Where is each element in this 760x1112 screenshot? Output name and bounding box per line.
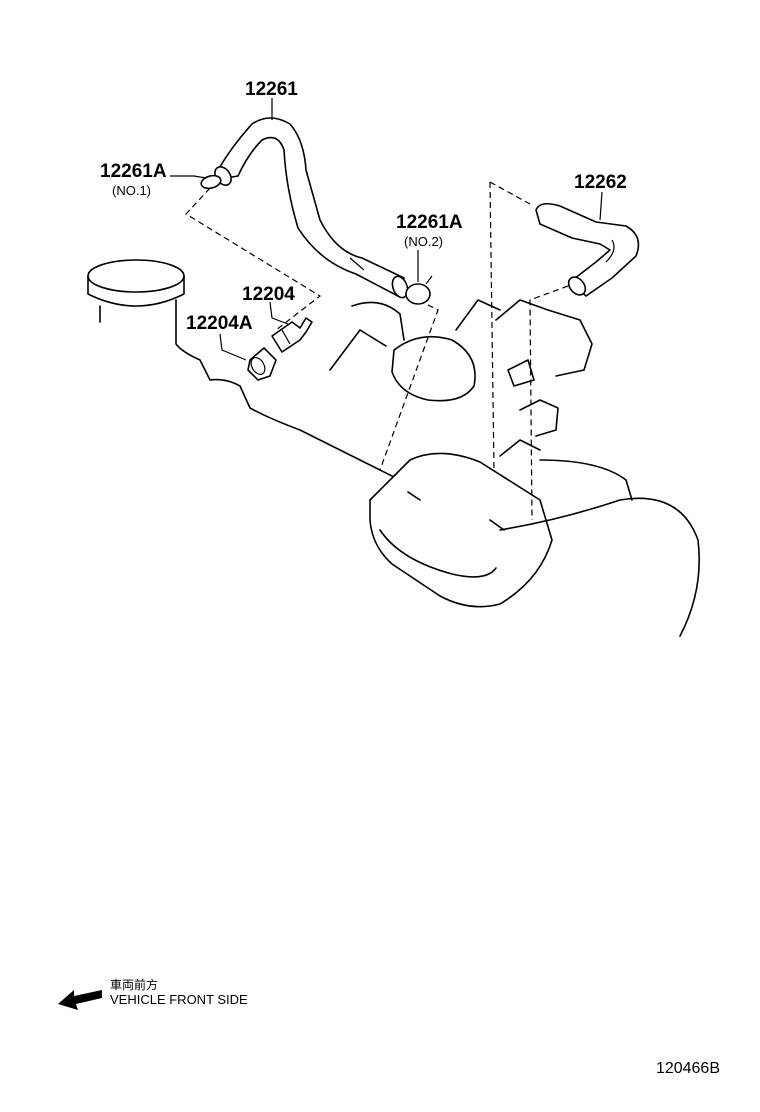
pcv-hose-12261: [214, 117, 409, 299]
vacuum-line-2: [539, 459, 633, 501]
label-12261A-no2-qualifier: (NO.2): [404, 234, 443, 249]
oil-filler-cap: [87, 259, 241, 387]
label-12261A-no1: 12261A: [100, 161, 167, 182]
intake-body: [329, 299, 593, 457]
vacuum-line: [499, 497, 700, 637]
valve-cover-edge: [239, 385, 505, 531]
pcv-valve-12204: [271, 317, 313, 353]
label-leaders: [170, 98, 603, 361]
engine-outline: [87, 259, 700, 637]
diagram-reference-id: 120466B: [655, 1060, 720, 1077]
legend-japanese-label: 車両前方: [110, 978, 159, 992]
label-12261A-no1-qualifier: (NO.1): [112, 183, 151, 198]
grommet-12204A: [247, 347, 277, 381]
front-direction-legend: 車両前方 VEHICLE FRONT SIDE: [56, 976, 316, 1016]
legend-english-label: VEHICLE FRONT SIDE: [110, 992, 248, 1007]
air-cleaner-box: [369, 452, 553, 608]
label-12204A: 12204A: [186, 313, 253, 334]
hose-12262: [535, 202, 640, 297]
front-direction-arrow-icon: [58, 990, 102, 1010]
label-12204: 12204: [242, 284, 295, 305]
clamp-no1: [193, 174, 222, 190]
label-12262: 12262: [574, 172, 627, 193]
label-12261A-no2: 12261A: [396, 212, 463, 233]
clamp-no2: [405, 275, 433, 305]
label-12261: 12261: [245, 79, 298, 100]
